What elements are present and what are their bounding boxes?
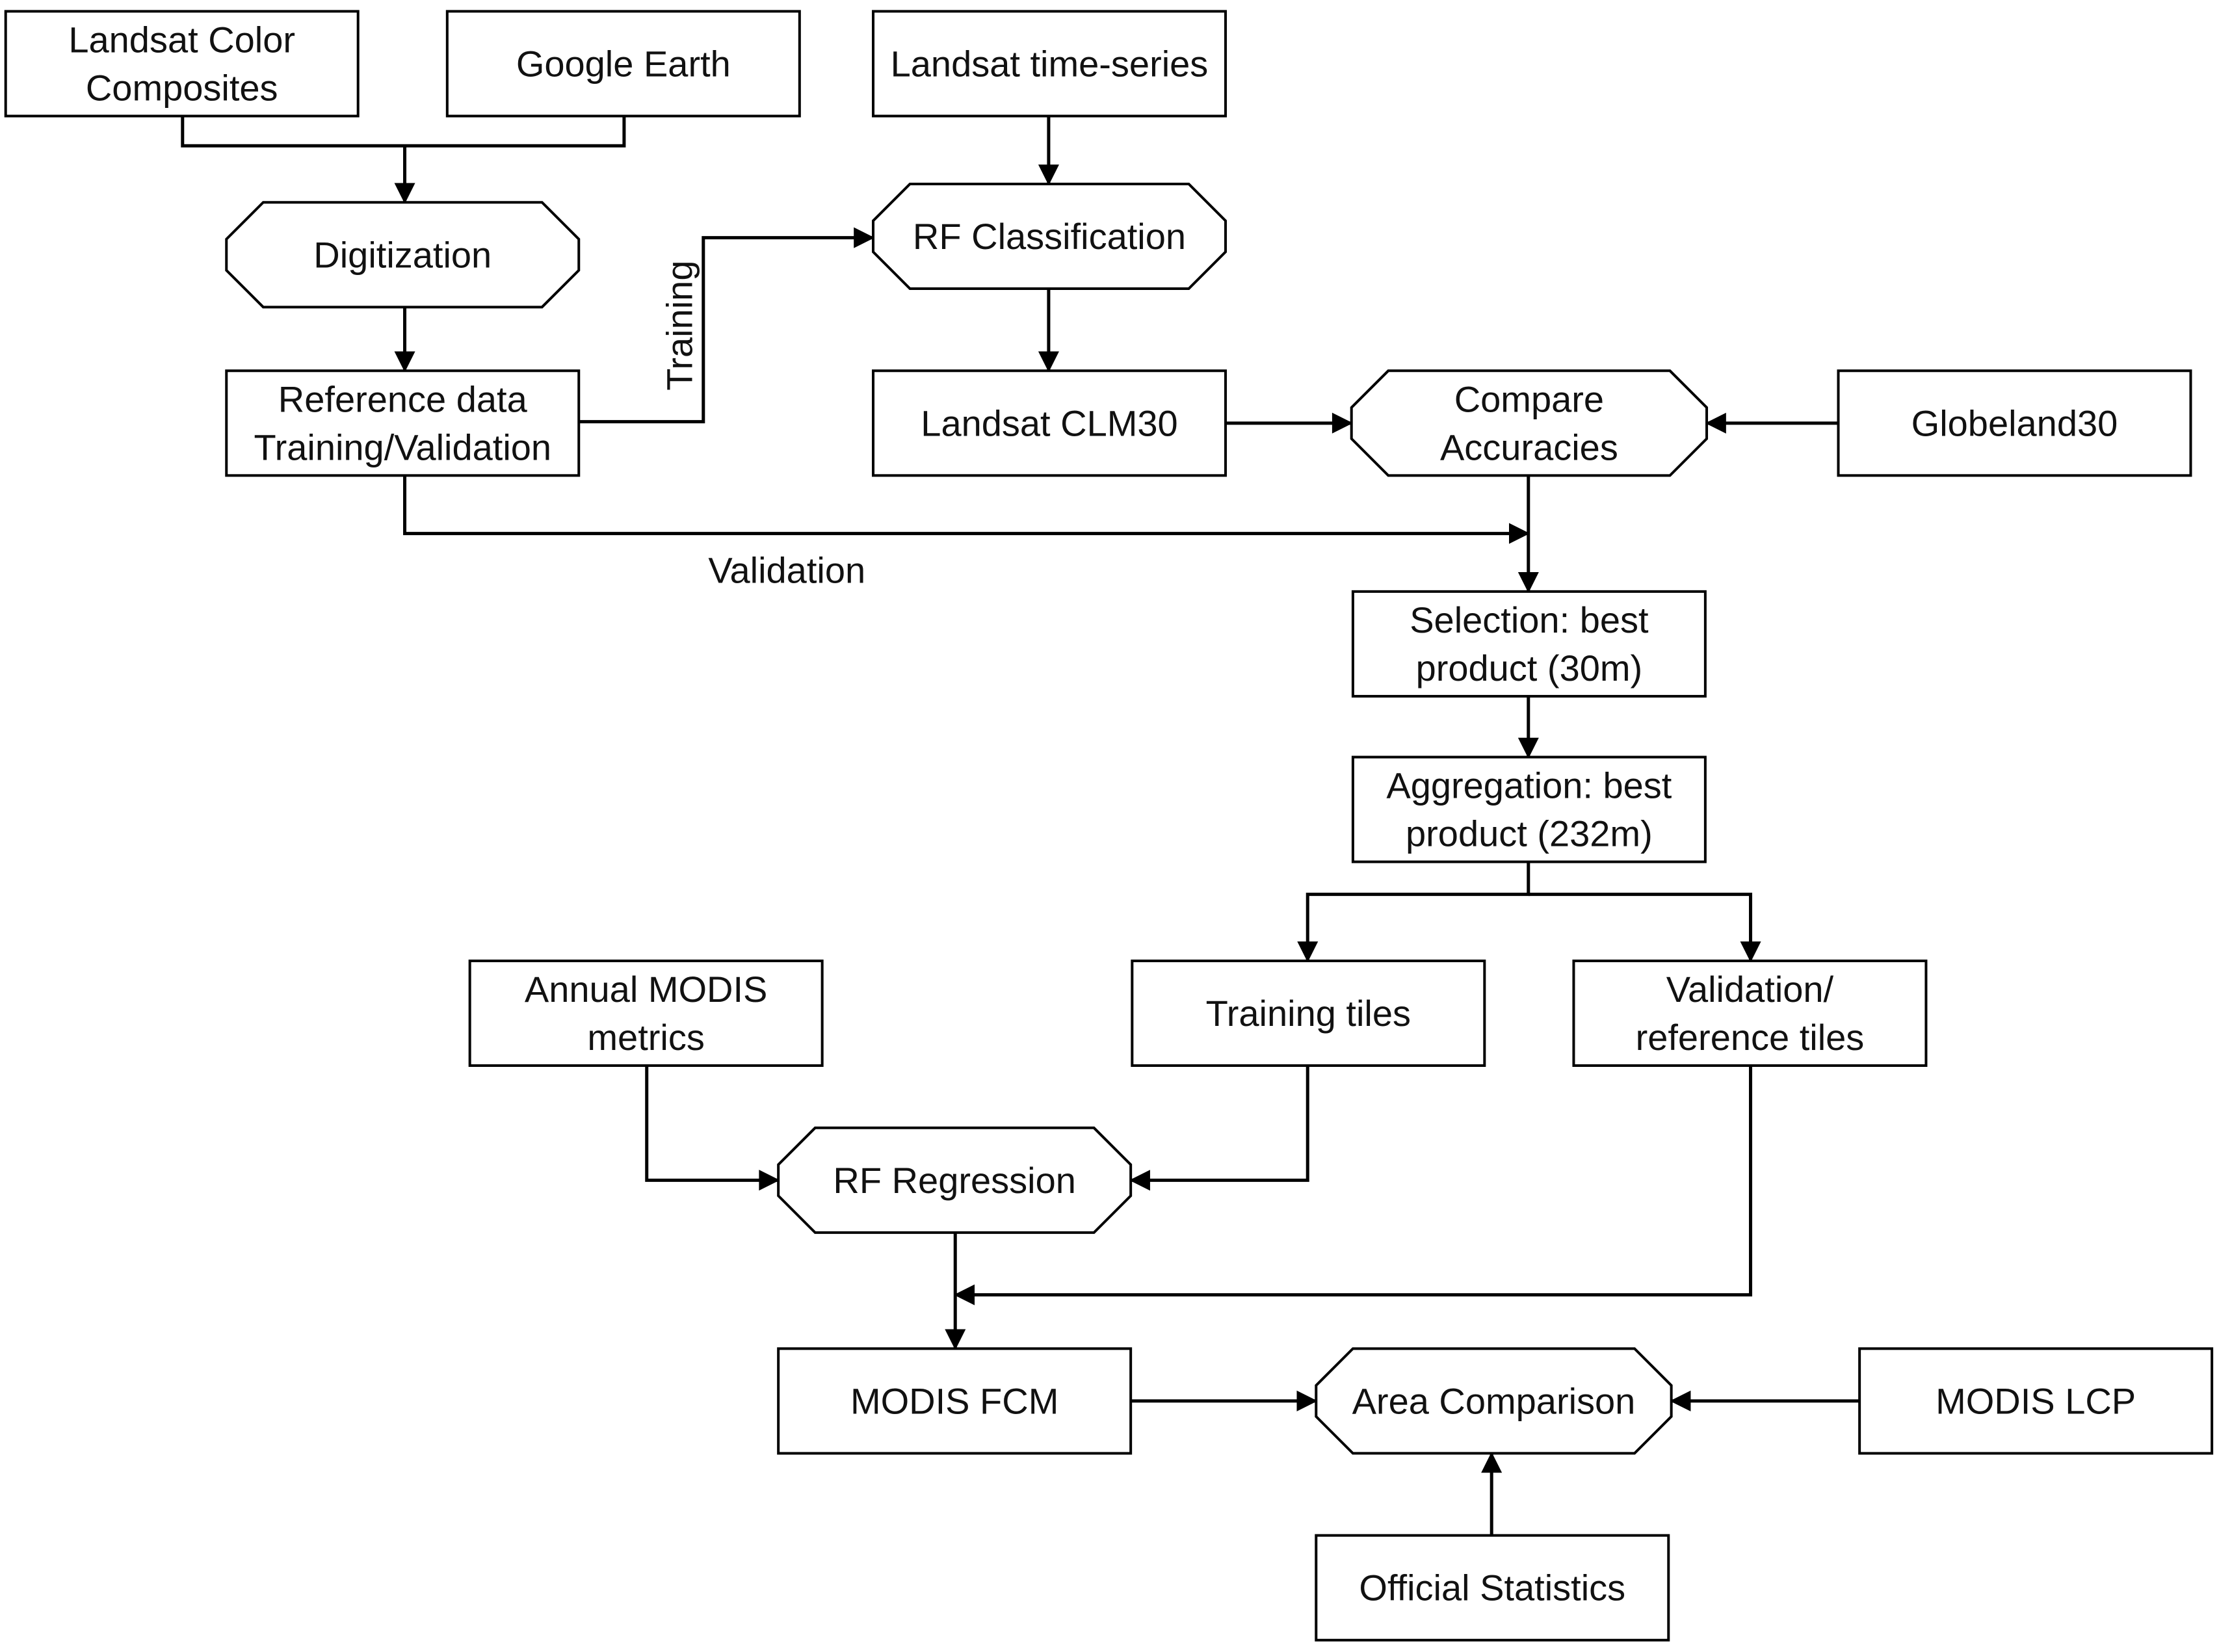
- node-label-line: MODIS LCP: [1936, 1380, 2136, 1421]
- node-shape-rect: [1131, 959, 1486, 1068]
- node-shape-octagon: [871, 182, 1227, 291]
- node-shape-rect: [1351, 755, 1707, 863]
- node-label-line: Landsat CLM30: [921, 402, 1177, 443]
- node-label-line: product (30m): [1416, 648, 1643, 688]
- node-shape-octagon: [1350, 369, 1709, 477]
- node-validation-reference-tiles: Validation/reference tiles: [1572, 959, 1928, 1068]
- node-label-line: Training/Validation: [254, 426, 551, 467]
- node-label-line: RF Regression: [833, 1160, 1075, 1201]
- connector-validation-tiles-to-fcm: [954, 1066, 1753, 1305]
- connector-aggregation-to-validation-tiles: [1528, 893, 1761, 963]
- node-google-earth: Google Earth: [445, 10, 801, 118]
- node-shape-rect: [871, 369, 1227, 477]
- node-shape-octagon: [1315, 1347, 1673, 1455]
- node-annual-modis-metrics: Annual MODIS metrics: [468, 959, 824, 1068]
- node-label-line: Compare: [1454, 378, 1604, 419]
- connector-training: [579, 227, 875, 424]
- node-official-statistics: Official Statistics: [1315, 1534, 1670, 1642]
- node-label-line: reference tiles: [1636, 1017, 1865, 1058]
- node-shape-rect: [871, 10, 1227, 118]
- connector-training-tiles-to-regression: [1129, 1066, 1309, 1191]
- connector-google-earth-merge: [404, 116, 626, 148]
- node-shape-rect: [468, 959, 824, 1068]
- node-aggregation-best: Aggregation: best product (232m): [1351, 755, 1707, 863]
- node-area-comparison: Area Comparison: [1315, 1347, 1673, 1455]
- edge-label-training: Training: [659, 261, 700, 391]
- node-globeland30: Globeland30: [1837, 369, 2192, 477]
- node-landsat-clm30: Landsat CLM30: [871, 369, 1227, 477]
- connector-validation: [403, 475, 1530, 544]
- node-label-line: Validation/: [1666, 969, 1834, 1010]
- node-label-line: Official Statistics: [1359, 1567, 1625, 1608]
- node-digitization: Digitization: [225, 201, 581, 309]
- connector-composites-merge: [181, 116, 405, 148]
- node-label-line: Digitization: [313, 234, 492, 275]
- node-label-line: RF Classification: [913, 216, 1186, 257]
- node-label-line: Annual MODIS: [525, 969, 768, 1010]
- node-selection-best: Selection: best product (30m): [1351, 590, 1707, 698]
- node-shape-rect: [4, 10, 360, 118]
- connectors-layer: [181, 116, 1860, 1536]
- node-label-line: Landsat time-series: [891, 43, 1209, 84]
- node-shape-rect: [1837, 369, 2192, 477]
- node-training-tiles: Training tiles: [1131, 959, 1486, 1068]
- node-label-line: Landsat Color: [68, 19, 295, 60]
- connector-aggregation-split: [1297, 861, 1530, 963]
- node-shape-rect: [1351, 590, 1707, 698]
- node-label-line: Globeland30: [1911, 402, 2118, 443]
- edge-label-validation: Validation: [708, 550, 865, 591]
- node-label-line: product (232m): [1406, 813, 1653, 854]
- node-shape-rect: [1858, 1347, 2214, 1455]
- node-shape-rect: [777, 1347, 1133, 1455]
- node-label-line: Training tiles: [1206, 993, 1411, 1034]
- node-label-line: MODIS FCM: [850, 1380, 1058, 1421]
- node-label-line: Aggregation: best: [1386, 765, 1672, 806]
- node-label-line: Accuracies: [1440, 426, 1618, 467]
- node-rf-classification: RF Classification: [871, 182, 1227, 291]
- connector-modis-metrics-to-regression: [645, 1066, 780, 1191]
- node-label-line: Google Earth: [516, 43, 731, 84]
- node-landsat-time-series: Landsat time-series: [871, 10, 1227, 118]
- node-label-line: Composites: [86, 67, 278, 108]
- node-label-line: Selection: best: [1410, 599, 1649, 640]
- node-shape-rect: [225, 369, 581, 477]
- node-label-line: Area Comparison: [1352, 1380, 1636, 1421]
- node-shape-rect: [445, 10, 801, 118]
- node-shape-rect: [1572, 959, 1928, 1068]
- node-rf-regression: RF Regression: [777, 1126, 1133, 1234]
- node-label-line: metrics: [587, 1017, 704, 1058]
- node-modis-lcp: MODIS LCP: [1858, 1347, 2214, 1455]
- node-shape-rect: [1315, 1534, 1670, 1642]
- node-modis-fcm: MODIS FCM: [777, 1347, 1133, 1455]
- node-label-line: Reference data: [278, 378, 528, 419]
- node-shape-octagon: [777, 1126, 1133, 1234]
- node-shape-octagon: [225, 201, 581, 309]
